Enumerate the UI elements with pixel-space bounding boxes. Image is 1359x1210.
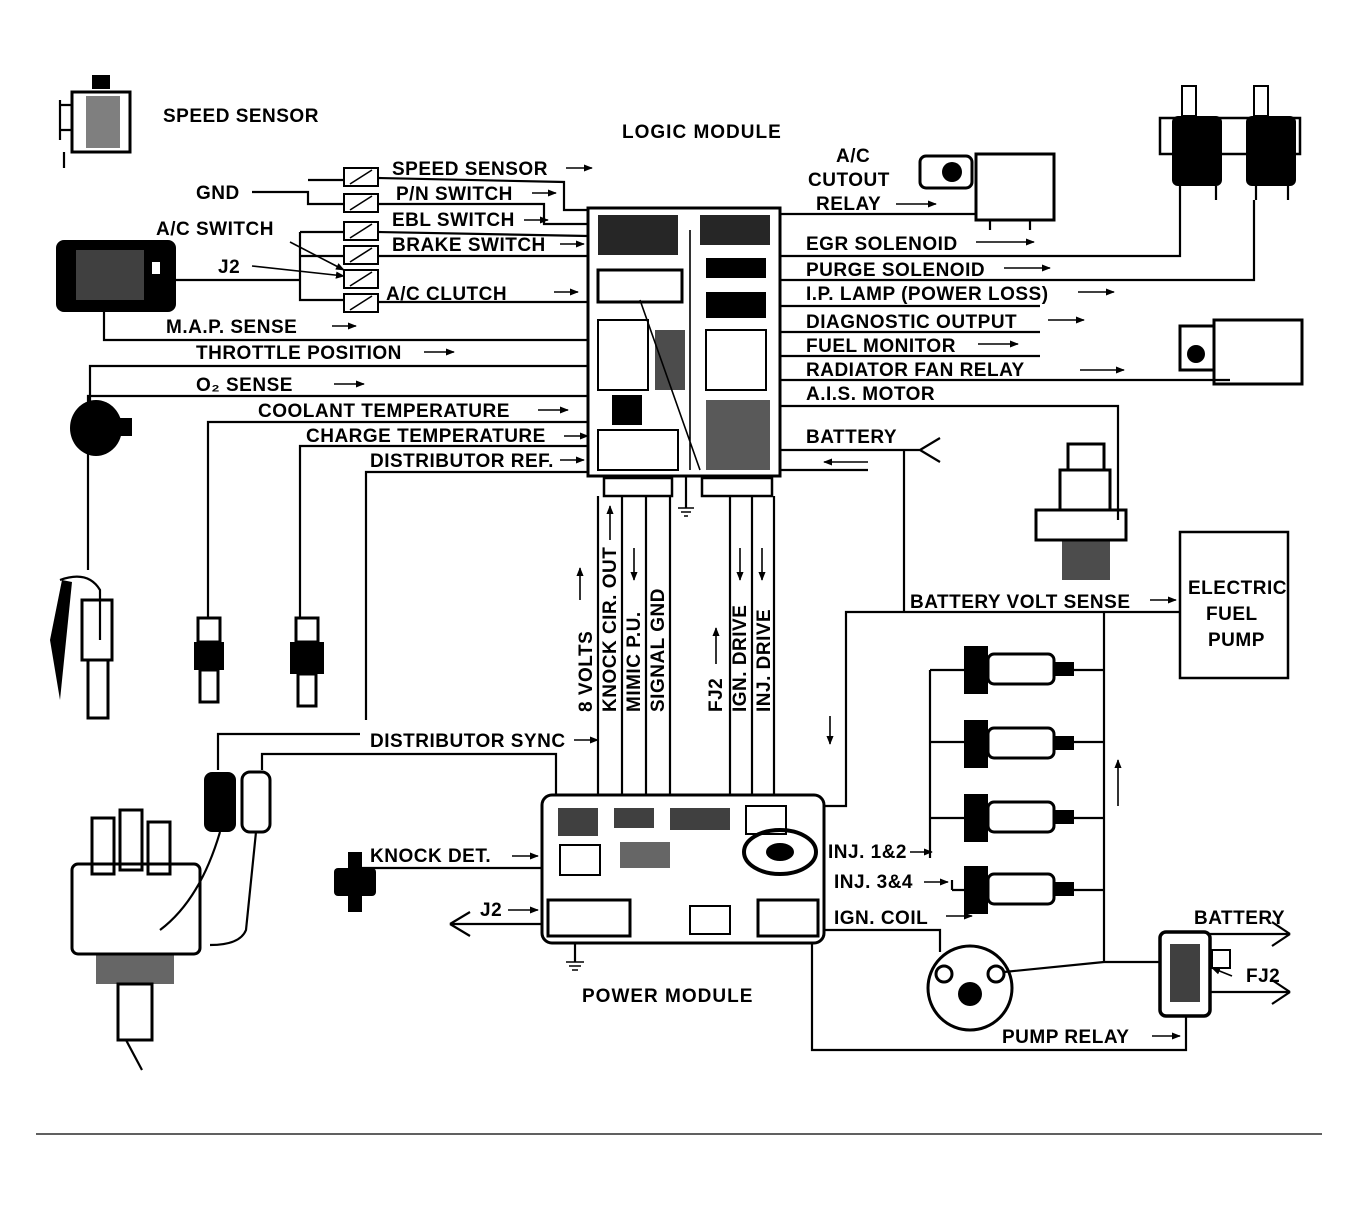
wire-ign-drive: IGN. DRIVE (730, 605, 751, 712)
input-speed-sensor: SPEED SENSOR (392, 159, 548, 180)
logic-module-title: LOGIC MODULE (622, 122, 782, 143)
charge-temp-sensor-icon (290, 616, 324, 708)
distributor-icon (70, 770, 272, 1071)
fuel-pump-box (1178, 530, 1290, 680)
ign-coil-label: IGN. COIL (834, 908, 928, 929)
output-radiator-fan-relay: RADIATOR FAN RELAY (806, 360, 1025, 381)
input-charge-temperature: CHARGE TEMPERATURE (306, 426, 546, 447)
speed-sensor-icon (58, 75, 132, 168)
logic-module (586, 206, 782, 517)
knock-det-label: KNOCK DET. (370, 846, 491, 867)
input-coolant-temperature: COOLANT TEMPERATURE (258, 401, 510, 422)
inj34-label: INJ. 3&4 (834, 872, 913, 893)
o2-sensor-icon (50, 575, 114, 720)
input-o2-sense: O₂ SENSE (196, 375, 293, 396)
output-egr-solenoid: EGR SOLENOID (806, 234, 958, 255)
j2-power-label: J2 (480, 900, 502, 921)
radiator-fan-relay-icon (1178, 318, 1304, 386)
throttle-sensor-icon (70, 400, 132, 456)
gnd-label: GND (196, 183, 240, 204)
ac-switch-icon (56, 240, 176, 312)
battery-volt-sense-label: BATTERY VOLT SENSE (910, 592, 1131, 613)
fuel-pump-label-1: ELECTRIC (1188, 578, 1287, 599)
solenoid-pair-icon (1158, 85, 1302, 200)
output-battery: BATTERY (806, 427, 897, 448)
input-map-sense: M.A.P. SENSE (166, 317, 297, 338)
power-module (540, 793, 826, 971)
input-distributor-ref: DISTRIBUTOR REF. (370, 451, 554, 472)
output-ip-lamp: I.P. LAMP (POWER LOSS) (806, 284, 1049, 305)
pump-relay-label: PUMP RELAY (1002, 1027, 1129, 1048)
fj2-right-label: FJ2 (1246, 966, 1280, 987)
wire-knock-cir-out: KNOCK CIR. OUT (600, 547, 621, 712)
injector-icons (964, 646, 1074, 914)
ais-motor-icon (1034, 442, 1128, 580)
interconnect-wires (596, 496, 776, 795)
fuel-pump-label-2: FUEL (1206, 604, 1258, 625)
knock-sensor-icon (334, 852, 376, 912)
switch-connector-block (343, 167, 379, 313)
output-purge-solenoid: PURGE SOLENOID (806, 260, 985, 281)
ac-cutout-label-1: A/C (836, 146, 870, 167)
fuel-pump-label-3: PUMP (1208, 630, 1265, 651)
inj12-label: INJ. 1&2 (828, 842, 907, 863)
distributor-sync-label: DISTRIBUTOR SYNC (370, 731, 566, 752)
ac-cutout-label-3: RELAY (816, 194, 881, 215)
pump-relay-icon (1158, 930, 1231, 1018)
ignition-coil-icon (926, 944, 1014, 1032)
input-throttle-position: THROTTLE POSITION (196, 343, 402, 364)
wire-8-volts: 8 VOLTS (576, 631, 597, 712)
wire-mimic-pu: MIMIC P.U. (624, 611, 645, 712)
power-module-title: POWER MODULE (582, 986, 753, 1007)
coolant-sensor-icon (194, 616, 224, 704)
wire-fj2: FJ2 (706, 678, 727, 712)
speed-sensor-label: SPEED SENSOR (163, 106, 319, 127)
input-ebl-switch: EBL SWITCH (392, 210, 515, 231)
output-ais-motor: A.I.S. MOTOR (806, 384, 935, 405)
output-fuel-monitor: FUEL MONITOR (806, 336, 956, 357)
ac-cutout-relay-icon (918, 152, 1056, 230)
input-pn-switch: P/N SWITCH (396, 184, 513, 205)
input-ac-clutch: A/C CLUTCH (386, 284, 507, 305)
wire-inj-drive: INJ. DRIVE (754, 609, 775, 712)
output-diagnostic: DIAGNOSTIC OUTPUT (806, 312, 1017, 333)
input-brake-switch: BRAKE SWITCH (392, 235, 546, 256)
ac-cutout-label-2: CUTOUT (808, 170, 890, 191)
wire-signal-gnd: SIGNAL GND (648, 588, 669, 712)
battery-right-label: BATTERY (1194, 908, 1285, 929)
ac-switch-label: A/C SWITCH (156, 219, 274, 240)
j2-left-label: J2 (218, 257, 240, 278)
